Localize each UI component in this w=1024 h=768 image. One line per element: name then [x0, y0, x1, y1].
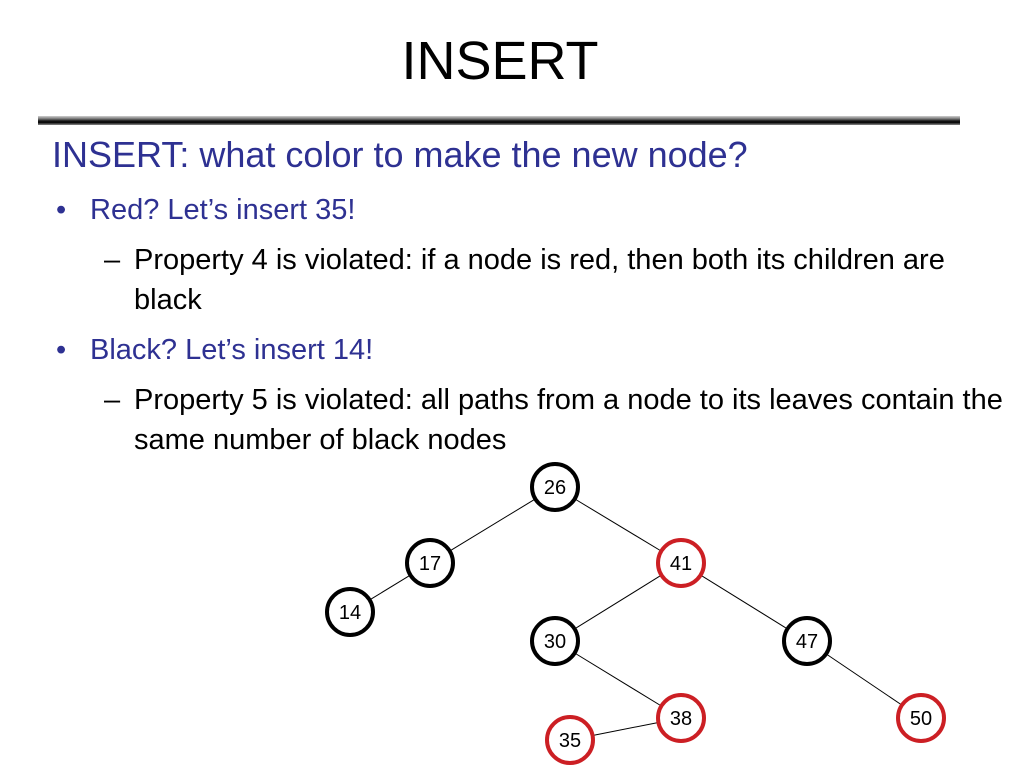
tree-node-50: 50: [896, 693, 946, 743]
tree-node-26: 26: [530, 462, 580, 512]
sub-bullet-dash: –: [104, 384, 121, 416]
tree-node-14: 14: [325, 587, 375, 637]
tree-node-30: 30: [530, 616, 580, 666]
tree-node-label: 41: [670, 553, 692, 575]
tree-edge: [574, 498, 662, 552]
tree-node-circle: [656, 538, 706, 588]
tree-node-35: 35: [545, 715, 595, 765]
tree-edge: [574, 574, 662, 630]
bullet-red-text: Red? Let’s insert 35!: [90, 194, 356, 226]
tree-edge: [449, 498, 536, 552]
tree-edge: [700, 574, 788, 630]
tree-node-label: 50: [910, 708, 932, 730]
tree-node-circle: [325, 587, 375, 637]
tree-edge: [592, 721, 659, 737]
tree-node-label: 47: [796, 631, 818, 653]
tree-node-circle: [782, 616, 832, 666]
sub-bullet-property-4-text: Property 4 is violated: if a node is red…: [134, 244, 945, 316]
bullet-red: • Red? Let’s insert 35!: [56, 194, 355, 227]
tree-node-label: 17: [419, 553, 441, 575]
tree-node-label: 35: [559, 730, 581, 752]
tree-node-label: 30: [544, 631, 566, 653]
tree-node-38: 38: [656, 693, 706, 743]
bullet-dot: •: [56, 334, 67, 366]
sub-bullet-property-4: – Property 4 is violated: if a node is r…: [104, 240, 1004, 320]
tree-node-circle: [545, 715, 595, 765]
sub-bullet-dash: –: [104, 244, 121, 276]
slide-title: INSERT: [401, 31, 599, 91]
sub-bullet-property-5-text: Property 5 is violated: all paths from a…: [134, 384, 1003, 456]
tree-node-circle: [896, 693, 946, 743]
title-divider: [38, 116, 960, 125]
tree-node-circle: [656, 693, 706, 743]
tree-edge: [574, 652, 662, 707]
tree-node-label: 14: [339, 602, 361, 624]
bullet-black-text: Black? Let’s insert 14!: [90, 334, 374, 366]
tree-node-47: 47: [782, 616, 832, 666]
tree-node-circle: [530, 462, 580, 512]
bullet-black: • Black? Let’s insert 14!: [56, 334, 373, 367]
tree-edge: [369, 574, 411, 601]
tree-node-41: 41: [656, 538, 706, 588]
tree-edge: [825, 653, 903, 706]
bullet-dot: •: [56, 194, 67, 226]
tree-node-17: 17: [405, 538, 455, 588]
tree-node-circle: [405, 538, 455, 588]
slide-heading: INSERT: what color to make the new node?: [52, 134, 748, 175]
tree-node-label: 38: [670, 708, 692, 730]
tree-node-label: 26: [544, 477, 566, 499]
tree-node-circle: [530, 616, 580, 666]
sub-bullet-property-5: – Property 5 is violated: all paths from…: [104, 380, 1004, 460]
